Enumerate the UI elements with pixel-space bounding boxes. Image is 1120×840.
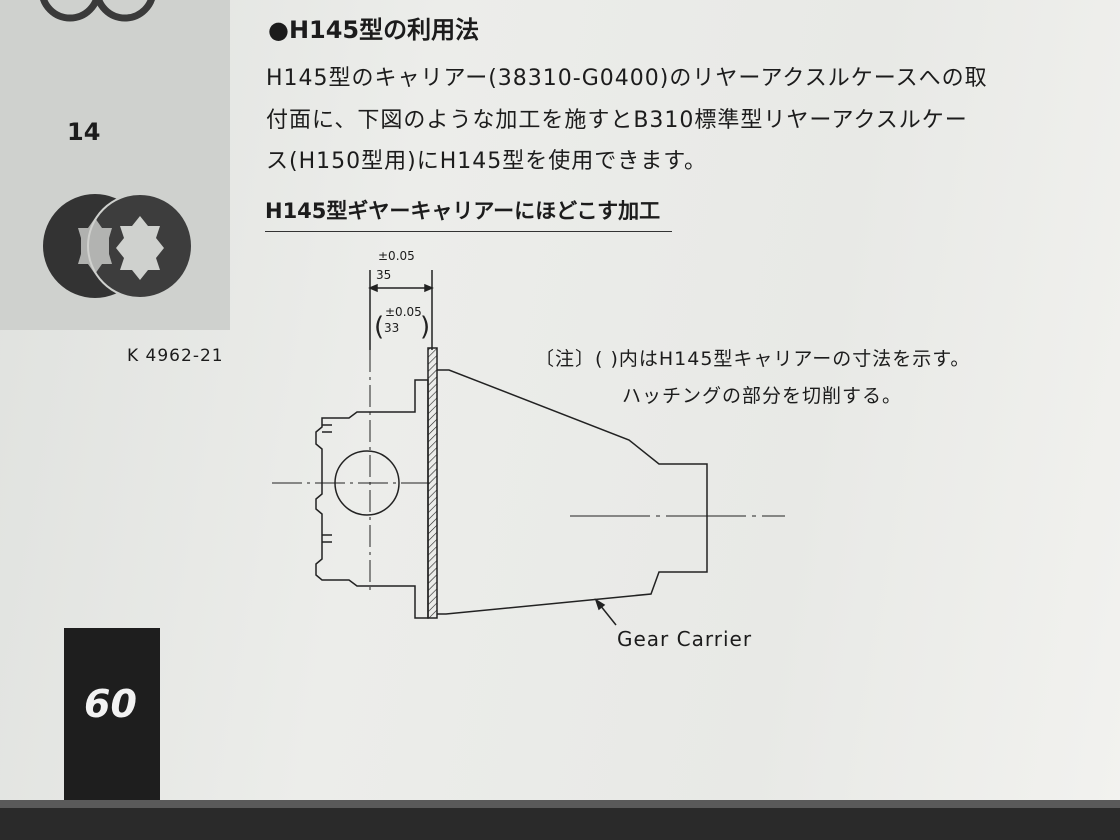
sidebar-panel: 14 [0, 0, 230, 330]
leader-arrowhead [594, 598, 606, 611]
catalog-reference: K 4962-21 [127, 346, 224, 366]
carrier-body [437, 369, 708, 615]
hatched-plate [427, 347, 438, 619]
dimension-main: 35 [376, 268, 392, 282]
part-number: 14 [67, 118, 101, 146]
flange-outline [315, 379, 429, 619]
paren-open: ( [374, 312, 384, 342]
diagram-note-line-2: ハッチングの部分を切削する。 [622, 385, 903, 407]
body-line-2: 付面に、下図のような加工を施すとB310標準型リヤーアクスルケー [266, 108, 968, 133]
tolerance-top: ±0.05 [378, 249, 415, 263]
washer-illustration [40, 0, 193, 299]
washer-cutout [78, 218, 112, 274]
body-line-3: ス(H150型用)にH145型を使用できます。 [266, 149, 708, 174]
page-edge [0, 800, 1120, 808]
tolerance-paren: ±0.05 [385, 305, 422, 319]
dimension-paren: 33 [384, 321, 400, 335]
gear-carrier-label: Gear Carrier [617, 627, 753, 651]
diagram-subheading: H145型ギヤーキャリアーにほどこす加工 [265, 195, 673, 232]
ring-shape [40, 0, 100, 22]
page-number: 60 [84, 682, 137, 726]
washer-cutout [116, 216, 164, 280]
dimension-arrows [368, 283, 434, 293]
paren-close: ) [420, 312, 430, 342]
ring-shape [95, 0, 155, 22]
section-heading: ●H145型の利用法 [268, 16, 480, 44]
body-line-1: H145型のキャリアー(38310-G0400)のリヤーアクスルケースへの取 [266, 66, 988, 91]
diagram-note-line-1: 〔注〕( )内はH145型キャリアーの寸法を示す。 [535, 348, 971, 370]
page-tab [64, 628, 160, 808]
page-edge-shadow [0, 808, 1120, 840]
